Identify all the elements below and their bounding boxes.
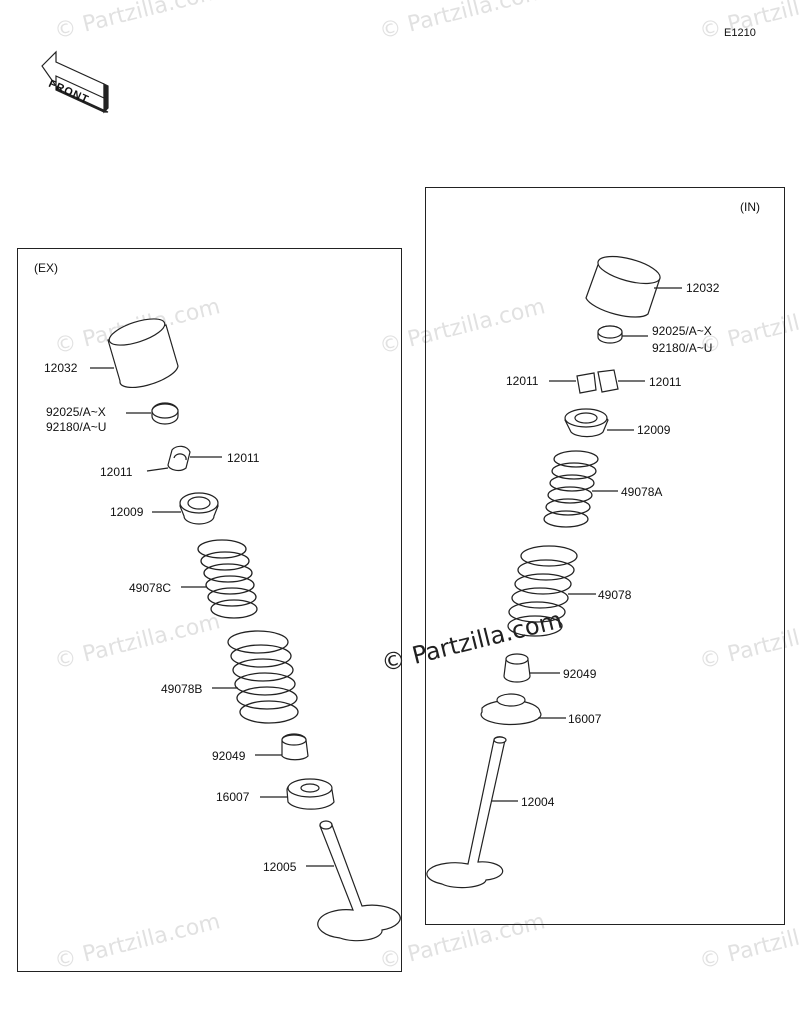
in-label-49078a: 49078A — [621, 485, 663, 499]
ex-label-49078c: 49078C — [129, 581, 172, 595]
ex-tappet-shape — [107, 318, 179, 389]
ex-label-16007: 16007 — [216, 790, 250, 804]
in-label-92180: 92180/A~U — [652, 341, 713, 355]
in-label-12011-right: 12011 — [649, 375, 682, 389]
ex-label-92049: 92049 — [212, 749, 246, 763]
ex-panel — [17, 248, 402, 972]
ex-label-12009: 12009 — [110, 505, 144, 519]
in-label-12004: 12004 — [521, 795, 555, 809]
ex-label-12032: 12032 — [44, 361, 78, 375]
ex-label-92025: 92025/A~X — [46, 405, 106, 419]
ex-label-12011-right: 12011 — [227, 451, 260, 465]
ex-label-92180: 92180/A~U — [46, 420, 107, 434]
in-panel — [425, 187, 785, 925]
in-label-92025: 92025/A~X — [652, 324, 712, 338]
in-panel-title: (IN) — [740, 200, 760, 214]
in-label-16007: 16007 — [568, 712, 602, 726]
diagram-code: E1210 — [724, 27, 756, 39]
in-label-12032: 12032 — [686, 281, 720, 295]
ex-label-12005: 12005 — [263, 860, 297, 874]
ex-label-12011-left: 12011 — [100, 465, 133, 479]
in-label-12009: 12009 — [637, 423, 671, 437]
ex-label-49078b: 49078B — [161, 682, 203, 696]
in-label-92049: 92049 — [563, 667, 597, 681]
in-label-49078: 49078 — [598, 588, 632, 602]
in-label-12011-left: 12011 — [506, 374, 539, 388]
ex-panel-title: (EX) — [34, 261, 58, 275]
